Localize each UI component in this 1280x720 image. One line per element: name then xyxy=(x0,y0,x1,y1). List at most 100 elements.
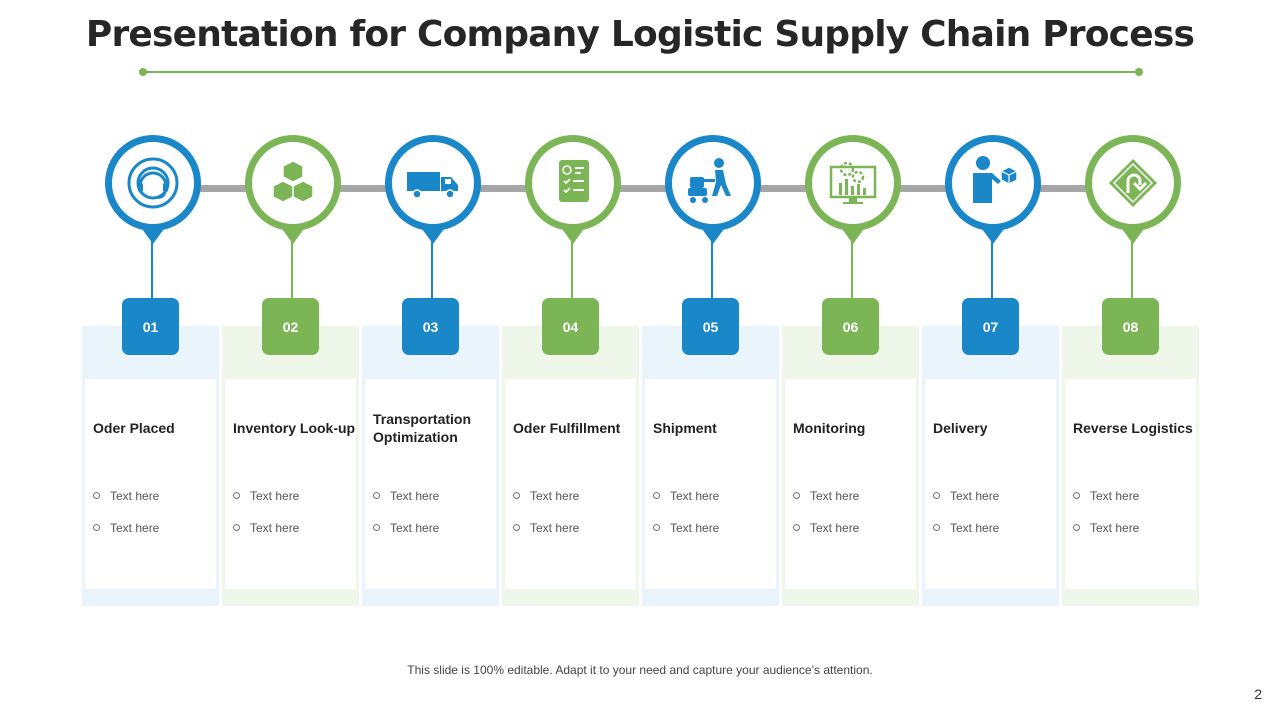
step-bullet: Text here xyxy=(93,489,159,503)
title-underline-dot-left xyxy=(139,68,147,76)
step-title-text: Delivery xyxy=(933,420,988,436)
step-number-badge: 02 xyxy=(262,298,319,355)
step-card xyxy=(645,379,776,589)
bullet-dot-icon xyxy=(653,524,660,532)
bullet-text: Text here xyxy=(1090,521,1140,535)
bullet-text: Text here xyxy=(810,521,860,535)
step-title-text: Reverse Logistics xyxy=(1073,420,1193,436)
icon-ring xyxy=(105,135,201,231)
title-underline xyxy=(143,71,1139,73)
step-06: 06 Monitoring Text here Text here xyxy=(782,0,922,720)
slide-title: Presentation for Company Logistic Supply… xyxy=(85,14,1195,55)
bullet-dot-icon xyxy=(373,524,380,532)
step-title-text: Shipment xyxy=(653,420,717,436)
icon-ring xyxy=(945,135,1041,231)
step-card xyxy=(225,379,356,589)
step-title: Delivery xyxy=(933,398,1057,458)
boxes-icon xyxy=(265,155,321,211)
step-number-badge: 04 xyxy=(542,298,599,355)
bullet-text: Text here xyxy=(110,521,160,535)
step-05: 05 Shipment Text here Text here xyxy=(642,0,782,720)
step-number-badge: 05 xyxy=(682,298,739,355)
bullet-dot-icon xyxy=(93,524,100,532)
step-number-badge: 08 xyxy=(1102,298,1159,355)
timeline-connector xyxy=(151,185,1133,192)
icon-ring xyxy=(805,135,901,231)
person-package-icon xyxy=(965,155,1021,211)
step-title: Oder Placed xyxy=(93,398,217,458)
step-bullet: Text here xyxy=(513,489,579,503)
bullet-text: Text here xyxy=(390,489,440,503)
step-card xyxy=(505,379,636,589)
pin-stem xyxy=(1131,240,1133,300)
step-bullet: Text here xyxy=(93,521,159,535)
step-07: 07 Delivery Text here Text here xyxy=(922,0,1062,720)
step-bullet: Text here xyxy=(1073,521,1139,535)
step-number-badge: 01 xyxy=(122,298,179,355)
step-02: 02 Inventory Look-up Text here Text here xyxy=(222,0,362,720)
icon-ring xyxy=(665,135,761,231)
step-card xyxy=(785,379,916,589)
step-title: Shipment xyxy=(653,398,777,458)
step-number-badge: 07 xyxy=(962,298,1019,355)
step-title: Oder Fulfillment xyxy=(513,398,637,458)
step-number-badge: 06 xyxy=(822,298,879,355)
bullet-text: Text here xyxy=(390,521,440,535)
bullet-text: Text here xyxy=(530,521,580,535)
bullet-dot-icon xyxy=(653,492,660,500)
hand-truck-icon xyxy=(685,155,741,211)
step-title-text: Transportation Optimization xyxy=(373,411,472,445)
step-card xyxy=(365,379,496,589)
step-bullet: Text here xyxy=(513,521,579,535)
step-title-text: Inventory Look-up xyxy=(233,420,356,436)
pin-stem xyxy=(711,240,713,300)
step-04: 04 Oder Fulfillment Text here Text here xyxy=(502,0,642,720)
step-title: Transportation Optimization xyxy=(373,398,497,458)
bullet-dot-icon xyxy=(233,492,240,500)
bullet-text: Text here xyxy=(250,489,300,503)
bullet-dot-icon xyxy=(933,492,940,500)
step-title-text: Oder Fulfillment xyxy=(513,420,621,436)
bullet-text: Text here xyxy=(250,521,300,535)
bullet-text: Text here xyxy=(670,489,720,503)
bullet-dot-icon xyxy=(513,524,520,532)
step-bullet: Text here xyxy=(233,521,299,535)
bullet-dot-icon xyxy=(373,492,380,500)
bullet-text: Text here xyxy=(1090,489,1140,503)
step-bullet: Text here xyxy=(793,521,859,535)
bullet-dot-icon xyxy=(793,524,800,532)
bullet-dot-icon xyxy=(1073,492,1080,500)
footer-note: This slide is 100% editable. Adapt it to… xyxy=(407,663,873,677)
step-03: 03 Transportation Optimization Text here… xyxy=(362,0,502,720)
truck-icon xyxy=(405,155,461,211)
bullet-dot-icon xyxy=(93,492,100,500)
pin-stem xyxy=(151,240,153,300)
page-number: 2 xyxy=(1254,686,1262,702)
bullet-dot-icon xyxy=(793,492,800,500)
step-bullet: Text here xyxy=(1073,489,1139,503)
step-bullet: Text here xyxy=(233,489,299,503)
step-bullet: Text here xyxy=(933,489,999,503)
step-bullet: Text here xyxy=(793,489,859,503)
step-bullet: Text here xyxy=(653,489,719,503)
monitor-gears-icon xyxy=(825,155,881,211)
bullet-text: Text here xyxy=(670,521,720,535)
u-turn-sign-icon xyxy=(1105,155,1161,211)
step-title-text: Monitoring xyxy=(793,420,866,436)
pin-stem xyxy=(991,240,993,300)
bullet-dot-icon xyxy=(933,524,940,532)
step-bullet: Text here xyxy=(933,521,999,535)
step-title: Inventory Look-up xyxy=(233,398,357,458)
step-01: 01 Oder Placed Text here Text here xyxy=(82,0,222,720)
step-number-badge: 03 xyxy=(402,298,459,355)
step-title: Reverse Logistics xyxy=(1073,398,1197,458)
step-08: 08 Reverse Logistics Text here Text here xyxy=(1062,0,1202,720)
bullet-text: Text here xyxy=(950,489,1000,503)
step-card xyxy=(85,379,216,589)
headset-icon xyxy=(125,155,181,211)
step-title: Monitoring xyxy=(793,398,917,458)
step-bullet: Text here xyxy=(373,521,439,535)
bullet-text: Text here xyxy=(950,521,1000,535)
step-title-text: Oder Placed xyxy=(93,420,175,436)
pin-stem xyxy=(431,240,433,300)
